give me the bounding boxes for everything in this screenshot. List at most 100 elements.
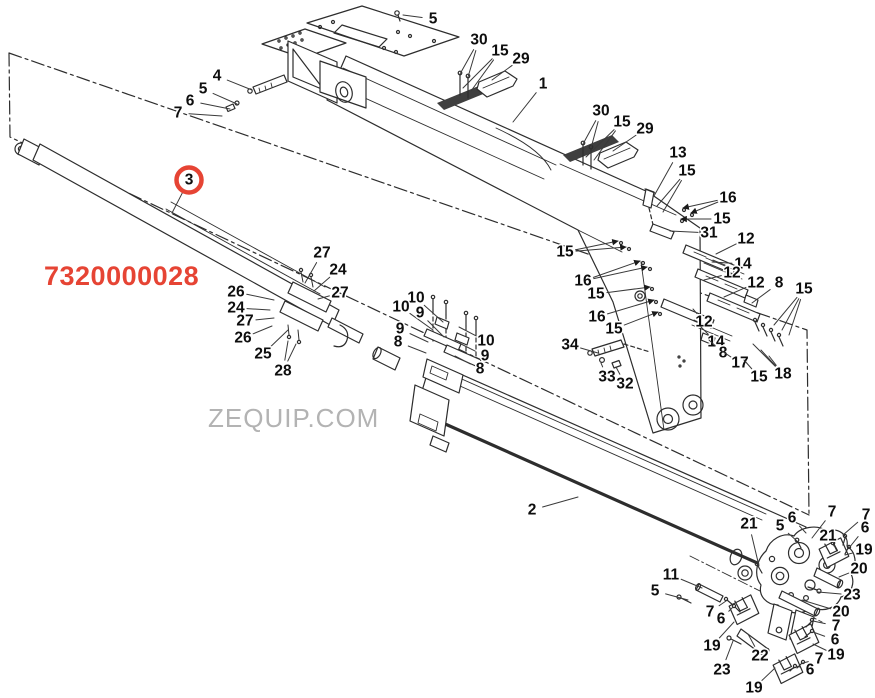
callout-leader [409, 312, 434, 331]
pivot-knuckle-assembly [676, 526, 856, 685]
callout-leader [407, 345, 427, 354]
callout-label: 15 [713, 211, 731, 228]
callout-label: 13 [669, 145, 687, 162]
callout-leader [582, 120, 597, 145]
callout-label: 10 [407, 290, 424, 307]
callout-leader [470, 59, 495, 92]
callout-leader [402, 14, 423, 19]
callout-label: 30 [470, 32, 487, 49]
highlight-circle [174, 165, 204, 195]
callout-leader [575, 239, 619, 251]
callout-label: 15 [587, 286, 605, 303]
callout-leader [801, 599, 831, 610]
callout-leader [669, 230, 699, 233]
callout-label: 33 [598, 369, 616, 386]
cylinder-fitting [372, 346, 401, 371]
rod-clamp-assembly [279, 267, 332, 345]
callout-leader [284, 340, 289, 361]
callout-leader [723, 286, 747, 298]
callout-leader [721, 350, 732, 358]
callout-leader [491, 64, 513, 81]
callout-leader [454, 355, 471, 365]
callout-leader [728, 606, 734, 612]
lower-boom [409, 358, 807, 580]
extension-cylinder-rod [14, 138, 364, 348]
callout-label: 23 [713, 662, 731, 679]
watermark: ZEQUIP.COM [208, 403, 380, 433]
callout-label: 2 [528, 502, 537, 519]
callout-label: 28 [274, 363, 292, 380]
reference-plane [8, 52, 810, 516]
part-number: 7320000028 [44, 261, 200, 291]
callout-leader [542, 496, 579, 508]
callout-leader [459, 49, 475, 75]
callout-label: 5 [429, 11, 438, 28]
callout-leader [423, 304, 444, 323]
callout-leader [708, 339, 716, 347]
callout-label: 29 [636, 121, 654, 138]
callout-label: 12 [723, 265, 740, 282]
callout-label: 6 [861, 520, 870, 537]
callout-label: 5 [199, 81, 208, 98]
callout-label: 15 [795, 281, 813, 298]
callout-label: 30 [592, 103, 609, 120]
callout-leader [212, 92, 238, 105]
callout-label: 19 [827, 647, 845, 664]
callout-label: 15 [613, 114, 631, 131]
callout-label: 8 [719, 345, 728, 362]
callout-label: 5 [651, 583, 660, 600]
callout-label: 15 [491, 43, 509, 60]
callout-leader [590, 121, 599, 149]
callout-leader [751, 534, 760, 567]
callout-leader [718, 621, 735, 639]
callout-leader [682, 199, 718, 210]
callout-leader [592, 259, 641, 278]
callout-label: 3 [185, 172, 194, 189]
callout-label: 15 [605, 321, 623, 338]
callout-leader [703, 275, 722, 281]
callout-label: 24 [329, 262, 347, 279]
callout-leader [458, 342, 476, 352]
callout-leader [462, 58, 493, 89]
callout-leader [255, 317, 275, 321]
callout-label: 6 [788, 510, 797, 527]
callout-leader [812, 643, 827, 651]
callout-leader [226, 79, 253, 91]
callout-label: 9 [481, 348, 490, 365]
callout-leader [761, 667, 776, 681]
callout-label: 5 [776, 518, 785, 535]
callout-label: 16 [588, 309, 606, 326]
callout-label: 19 [703, 638, 721, 655]
callout-label: 6 [186, 93, 195, 110]
callout-leader [812, 631, 826, 637]
callout-leader [593, 265, 648, 280]
callout-leader [812, 620, 826, 625]
callout-leader [781, 298, 800, 331]
callout-leader [747, 633, 756, 647]
keeper-bar-hardware [660, 244, 784, 356]
callout-label: 7 [174, 105, 183, 122]
callout-label: 26 [234, 330, 252, 347]
callout-leader [607, 298, 655, 315]
callout-label: 20 [850, 561, 867, 578]
callout-leader [773, 296, 798, 326]
callout-label: 10 [392, 299, 409, 316]
callout-leader [665, 593, 689, 601]
top-screw [394, 10, 401, 22]
callout-label: 27 [236, 313, 253, 330]
callout-leader [615, 366, 621, 375]
callout-leader [662, 179, 682, 213]
callout-leader [317, 295, 330, 300]
callout-label: 19 [745, 680, 763, 697]
callout-label: 6 [717, 611, 726, 628]
callout-label: 7 [862, 507, 871, 524]
callout-leader [715, 243, 737, 255]
callout-label: 29 [512, 51, 530, 68]
callout-label: 31 [700, 225, 718, 242]
callout-label: 12 [747, 275, 764, 292]
callout-leader [575, 244, 627, 252]
callout-label: 12 [695, 314, 712, 331]
callout-label: 9 [396, 321, 405, 338]
